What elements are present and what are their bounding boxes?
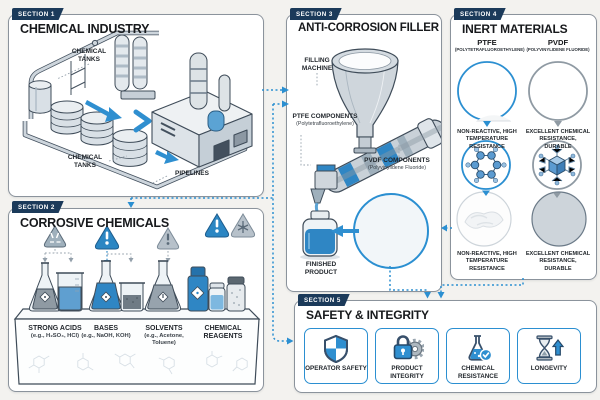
label-finished-product: FINISHED PRODUCT: [304, 261, 338, 276]
label-pvdf-components: PVDF COMPONENTS: [364, 157, 430, 164]
section1-panel: CHEMICAL INDUSTRY: [8, 14, 264, 197]
label-pvdf-sub: (Polyvinylidene Fluoride): [368, 164, 426, 171]
section3-panel: ANTI-CORROSION FILLER: [286, 14, 442, 292]
beaker-granules: [119, 282, 145, 312]
reagent-jar-small: [208, 282, 226, 312]
label-strong-acids: STRONG ACIDS: [28, 325, 82, 332]
label-ptfe-sub: (Polytetrafluoroethylene): [296, 120, 354, 127]
label-chemical-tanks-bottom: CHEMICAL TANKS: [67, 154, 103, 169]
warning-triangle-corrosive-icon: [43, 225, 67, 248]
section3-badge: SECTION 3: [290, 8, 342, 20]
tank-a: [50, 100, 84, 135]
header-ptfe-sub: (POLYTETRAFLUOROETHYLENE): [455, 47, 525, 53]
header-pvdf-sub: (POLYVINYLIDENE FLUORIDE): [526, 47, 590, 53]
safety-cards: OPERATOR SAFETY PRODUCT INTEGRITY: [304, 328, 581, 384]
ptfe-molecule-circle: [461, 140, 511, 190]
caption-pvdf-bottom: EXCELLENT CHEMICAL RESISTANCE, DURABLE: [525, 251, 591, 272]
label-solvents: SOLVENTS: [145, 325, 183, 332]
caption-ptfe-top: NON-REACTIVE, HIGH TEMPERATURE RESISTANC…: [457, 129, 517, 150]
card-operator-safety: OPERATOR SAFETY: [304, 328, 368, 384]
label-bases-example: (e.g., NaOH, KOH): [81, 333, 131, 340]
section2-panel: CORROSIVE CHEMICALS: [8, 208, 264, 392]
section5-panel: SAFETY & INTEGRITY OPERATOR SAFETY: [294, 300, 597, 393]
section2-badge: SECTION 2: [12, 201, 64, 213]
filling-machine-illustration: [300, 48, 441, 269]
flow-arrows: [85, 100, 179, 164]
card-product-integrity: PRODUCT INTEGRITY: [375, 328, 439, 384]
label-bases: BASES: [93, 325, 119, 332]
chemical-plant-illustration: [22, 30, 253, 190]
section4-panel: INERT MATERIALS PTFE (POLYTETRAFLUOROETH…: [450, 14, 597, 280]
corrosive-chemicals-illustration: [13, 213, 261, 385]
card-longevity-label: LONGEVITY: [530, 365, 568, 372]
gear-detail-circle: [353, 193, 429, 269]
section1-badge: SECTION 1: [12, 8, 64, 20]
tank-b: [80, 111, 114, 146]
label-filling-machine: FILLING MACHINE: [301, 57, 333, 72]
flask-check-icon: [461, 333, 495, 363]
section4-title: INERT MATERIALS: [462, 22, 568, 36]
card-chemical-resistance-label: CHEMICAL RESISTANCE: [457, 365, 499, 380]
molecule-sketches: [28, 351, 248, 375]
arrow-to-jar: [331, 225, 359, 237]
flask-blue: [88, 260, 124, 312]
dispensing-nozzle: [310, 164, 338, 218]
label-pipelines: PIPELINES: [175, 170, 209, 177]
header-ptfe: PTFE: [477, 38, 497, 47]
card-operator-safety-label: OPERATOR SAFETY: [305, 365, 367, 372]
reagent-bottle-large: [187, 266, 209, 312]
card-longevity: LONGEVITY: [517, 328, 581, 384]
ptfe-sample-circle: [457, 61, 517, 127]
card-product-integrity-label: PRODUCT INTEGRITY: [390, 365, 424, 380]
header-pvdf: PVDF: [547, 38, 569, 47]
card-chemical-resistance: CHEMICAL RESISTANCE: [446, 328, 510, 384]
glassware-row: [28, 260, 246, 312]
funnel-hopper: [331, 48, 399, 154]
inert-materials-illustration: [456, 61, 588, 247]
pvdf-molecule-circle: [532, 140, 582, 190]
label-solvents-example: (e.g., Acetone, Toluene): [144, 333, 184, 347]
reagent-jar-granules: [226, 276, 246, 312]
caption-ptfe-bottom: NON-REACTIVE, HIGH TEMPERATURE RESISTANC…: [457, 251, 517, 272]
section1-title: CHEMICAL INDUSTRY: [20, 22, 150, 36]
warning-triangle-hazard-icon: [230, 213, 256, 238]
section5-badge: SECTION 5: [298, 294, 350, 306]
label-chemical-reagents: CHEMICAL REAGENTS: [203, 325, 243, 341]
label-chemical-tanks-top: CHEMICAL TANKS: [71, 48, 107, 63]
label-strong-acids-example: (e.g., H₂SO₄, HCl): [30, 333, 80, 340]
flask-solvents: [144, 260, 182, 312]
warning-triangle-flammable-icon: [156, 227, 180, 250]
section4-badge: SECTION 4: [454, 8, 506, 20]
pvdf-film-circle: [531, 191, 587, 247]
warning-triangle-exclamation-icon: [94, 225, 120, 250]
tank-c: [112, 129, 148, 167]
flask-strong-acids: [28, 262, 62, 312]
finished-product-jar: [300, 210, 340, 260]
warning-triangle-exclamation-icon-2: [204, 213, 230, 238]
shield-check-icon: [319, 333, 353, 363]
ptfe-paste-circle: [456, 190, 512, 247]
section5-title: SAFETY & INTEGRITY: [306, 308, 429, 322]
pvdf-sample-circle: [528, 61, 588, 127]
caption-pvdf-top: EXCELLENT CHEMICAL RESISTANCE, DURABLE: [525, 129, 591, 150]
hourglass-up-arrow-icon: [532, 333, 566, 363]
section2-title: CORROSIVE CHEMICALS: [20, 216, 169, 230]
tank-tall: [28, 80, 52, 114]
extruder-tube: [324, 118, 441, 193]
columns: [114, 34, 156, 100]
lock-gear-icon: [390, 333, 424, 363]
label-ptfe-components: PTFE COMPONENTS: [292, 113, 358, 120]
section3-title: ANTI-CORROSION FILLER: [298, 22, 439, 34]
beaker-bases: [56, 272, 84, 312]
